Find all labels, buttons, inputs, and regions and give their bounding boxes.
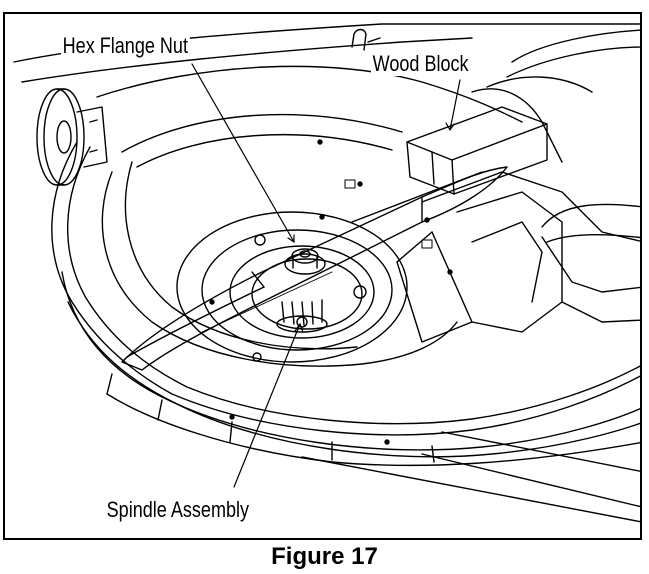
wood-block bbox=[406, 106, 548, 195]
callout-spindle-assembly: Spindle Assembly bbox=[105, 497, 251, 522]
callout-wood-block: Wood Block bbox=[371, 51, 471, 76]
hex-flange-nut bbox=[284, 248, 326, 275]
callout-hex-flange-nut: Hex Flange Nut bbox=[61, 33, 190, 58]
illustration-frame: Hex Flange Nut Wood Block Spindle Assemb… bbox=[3, 12, 642, 540]
mower-blade bbox=[121, 166, 508, 371]
spindle-housing bbox=[176, 139, 453, 445]
figure-caption: Figure 17 bbox=[271, 543, 378, 570]
mower-deck-drawing bbox=[13, 23, 640, 523]
gauge-wheel bbox=[36, 88, 108, 186]
leader-lines bbox=[191, 63, 461, 488]
deck-shell bbox=[13, 23, 640, 523]
deck-bracket bbox=[351, 28, 381, 51]
